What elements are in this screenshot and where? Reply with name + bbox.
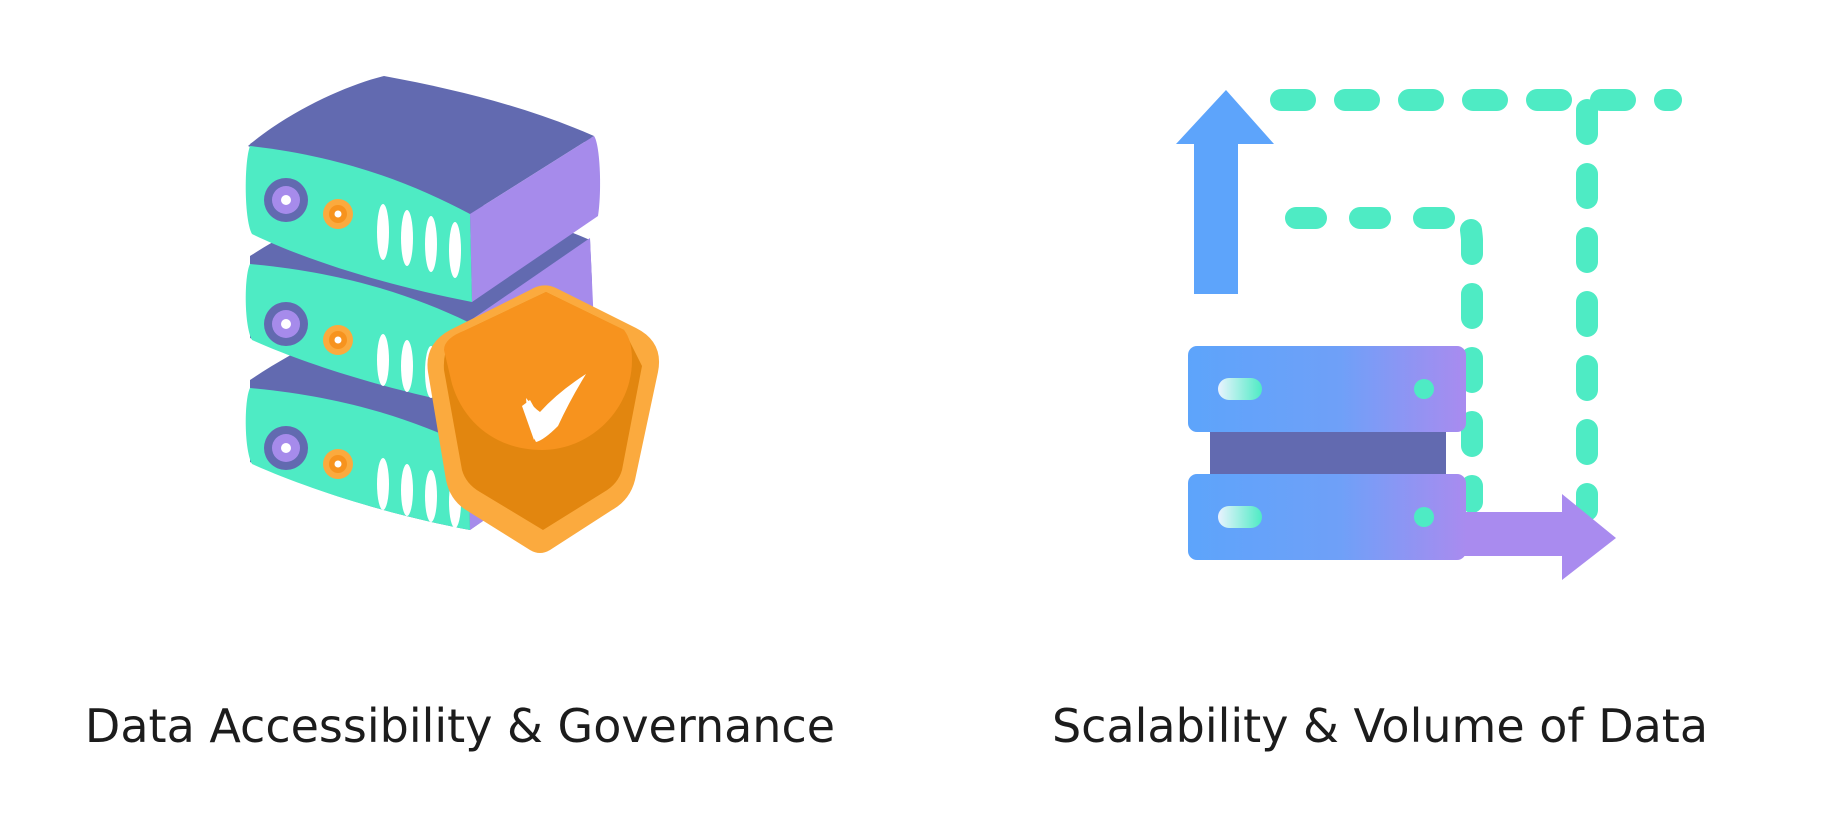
caption-scalability: Scalability & Volume of Data	[1051, 699, 1709, 753]
server-stack-shield-icon	[245, 76, 660, 553]
caption-data-accessibility: Data Accessibility & Governance	[84, 699, 836, 753]
server-unit-top	[245, 76, 601, 302]
server-stack-icon	[1188, 346, 1466, 560]
panel-data-accessibility: Data Accessibility & Governance	[0, 0, 920, 818]
dashed-path-inner	[1285, 207, 1487, 513]
shield-check-icon	[427, 285, 660, 553]
panel-scalability: Scalability & Volume of Data	[920, 0, 1841, 818]
up-arrow-icon	[1176, 90, 1274, 294]
right-arrow-icon	[1452, 494, 1616, 580]
dashed-path-outer	[1270, 89, 1682, 521]
server-scaling-arrows-icon	[1176, 89, 1682, 580]
